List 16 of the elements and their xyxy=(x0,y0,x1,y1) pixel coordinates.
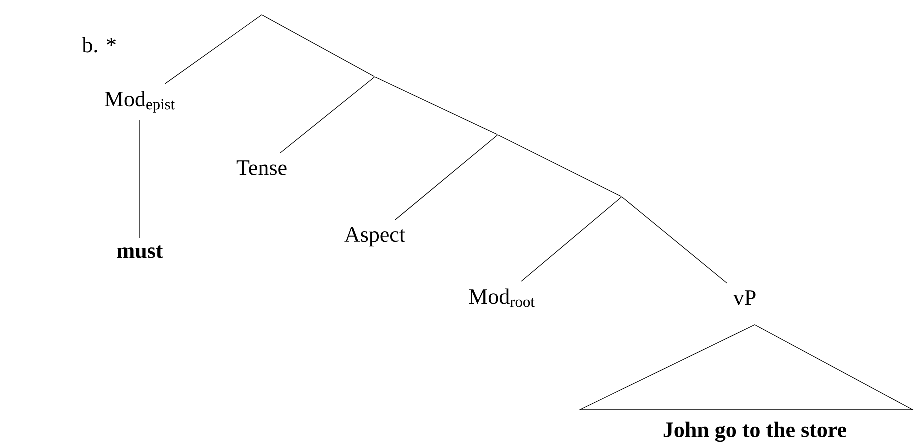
phrase-label: vP xyxy=(733,290,756,306)
tree-branch xyxy=(262,14,375,78)
tree-branch xyxy=(622,197,728,284)
tree-branch xyxy=(521,197,622,282)
category-label: Aspect xyxy=(344,227,406,247)
tree-branch xyxy=(375,76,498,136)
tree-branch xyxy=(164,15,262,84)
phrase-text: John go to the store xyxy=(664,422,846,442)
word-label: must xyxy=(117,246,164,258)
category-label: Mod$_{root}$ xyxy=(469,288,535,308)
category-label: Tense xyxy=(236,160,287,176)
tree-branch xyxy=(394,135,498,221)
tree-branch xyxy=(498,134,622,198)
tree-branch xyxy=(280,77,375,154)
example-label: b. * xyxy=(82,37,116,53)
category-label: Mod$_{epist}$ xyxy=(105,91,175,113)
